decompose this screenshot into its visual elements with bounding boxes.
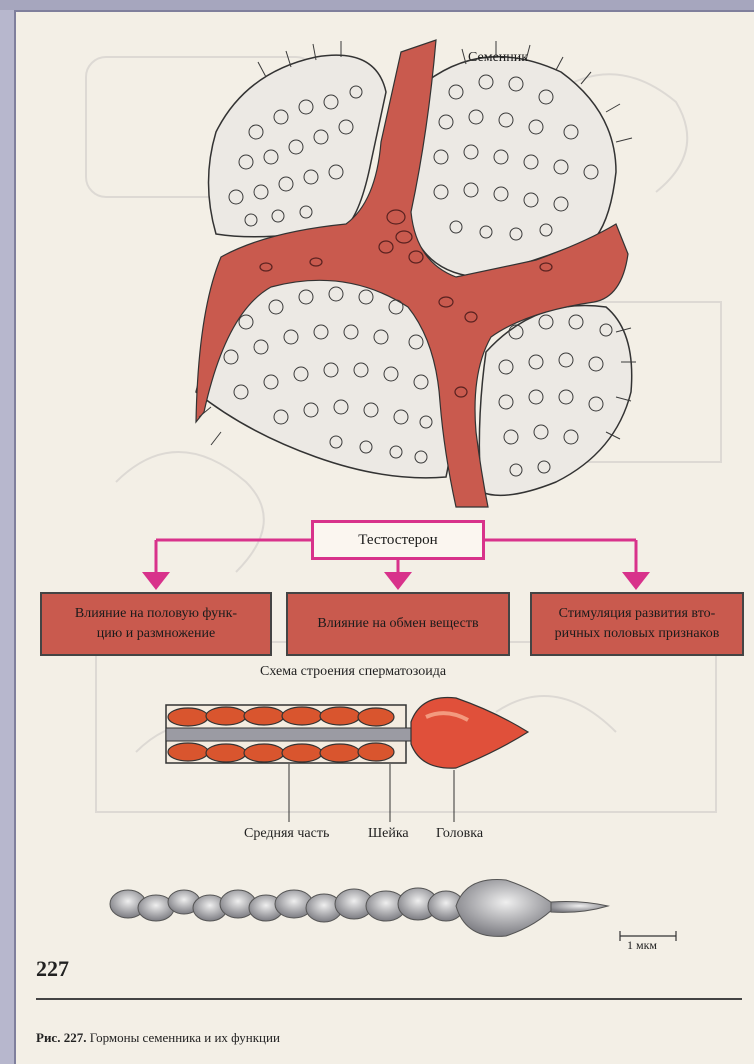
caption-label: Рис. 227. xyxy=(36,1030,86,1045)
hormone-label: Тестостерон xyxy=(358,532,437,549)
label-neck: Шейка xyxy=(368,826,409,842)
hormone-box: Тестостерон xyxy=(311,520,485,560)
effect-box-reproduction: Влияние на половую функ- цию и размножен… xyxy=(40,592,272,656)
caption-text: Гормоны семенника и их функции xyxy=(90,1030,280,1045)
page-frame-top xyxy=(0,0,754,10)
arrow-left xyxy=(142,572,170,590)
label-midpiece: Средняя часть xyxy=(244,826,329,842)
book-page: Семенник Тестостерон Влияние на половую … xyxy=(16,12,754,1064)
effect-box-metabolism: Влияние на обмен веществ xyxy=(286,592,510,656)
effect-2-line-1: Влияние на обмен веществ xyxy=(317,614,478,634)
arrow-middle xyxy=(384,572,412,590)
effect-3-line-2: ричных половых признаков xyxy=(555,624,720,644)
effect-1-line-2: цию и размножение xyxy=(75,624,237,644)
label-head: Головка xyxy=(436,826,483,842)
caption-rule xyxy=(36,998,742,1000)
scale-bar-label: 1 мкм xyxy=(627,938,657,953)
effect-box-secondary-traits: Стимуляция развития вто- ричных половых … xyxy=(530,592,744,656)
sperm-scheme-diagram xyxy=(16,672,754,822)
page-frame-left xyxy=(0,0,14,1064)
arrow-right xyxy=(622,572,650,590)
effect-1-line-1: Влияние на половую функ- xyxy=(75,604,237,624)
effect-3-line-1: Стимуляция развития вто- xyxy=(555,604,720,624)
page-number: 227 xyxy=(36,956,69,982)
figure-caption: Рис. 227. Гормоны семенника и их функции xyxy=(36,1030,280,1046)
